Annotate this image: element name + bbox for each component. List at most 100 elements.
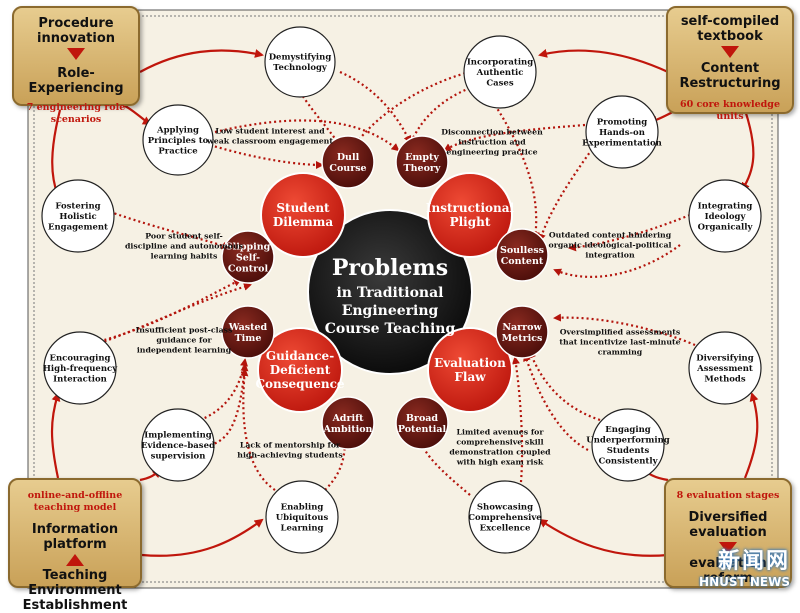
problem-narrow-metrics[interactable] <box>495 305 549 359</box>
solid-connectors <box>50 49 759 557</box>
category-label-line: Instructional <box>426 201 515 215</box>
problem-empty-theory[interactable] <box>395 135 449 189</box>
watermark-title: 新闻网 <box>717 549 790 574</box>
solution-showcasing[interactable] <box>468 480 542 554</box>
corner-bl-bottom: Teaching Environment Establishment <box>22 568 128 613</box>
category-label-line: Flaw <box>454 370 486 384</box>
solution-label-line: Organically <box>698 222 754 232</box>
solution-label-line: Experimentation <box>582 138 662 148</box>
problem-soulless-content[interactable] <box>495 228 549 282</box>
corner-bl-sub: online-and-offline teaching model <box>27 490 123 513</box>
solution-label-line: Underperforming <box>586 436 669 446</box>
solution-label-line: Practice <box>158 146 198 156</box>
solution-label-line: Demystifying <box>269 53 332 63</box>
problem-note-line: Low student interest and <box>215 127 325 136</box>
solution-integrating[interactable] <box>688 179 762 253</box>
problem-note-line: independent learning <box>137 346 232 355</box>
solution-incorporating[interactable] <box>463 35 537 109</box>
solution-label-line: Principles to <box>148 136 209 146</box>
solution-label-line: Promoting <box>597 117 648 127</box>
problem-dull-course[interactable] <box>321 135 375 189</box>
corner-top-right[interactable]: self-compiled textbook Content Restructu… <box>666 6 794 122</box>
problem-note-line: Insufficient post-class <box>136 326 233 335</box>
solution-label-line: Enabling <box>281 502 324 512</box>
category-student-dilemma[interactable] <box>260 172 346 258</box>
problem-note-line: Oversimplified assessments <box>560 328 681 337</box>
problem-note-line: integration <box>585 251 635 260</box>
problem-broad-potential[interactable] <box>395 396 449 450</box>
problem-adrift-ambition[interactable] <box>321 396 375 450</box>
center-subtitle-line: Course Teaching <box>325 321 456 337</box>
problem-note-line: instruction and <box>458 138 526 147</box>
solution-implementing[interactable] <box>141 408 215 482</box>
category-label-line: Consequence <box>255 377 344 391</box>
solution-demystifying[interactable] <box>264 26 336 98</box>
problem-note-line: engineering practice <box>446 148 537 157</box>
problem-note-line: that incentivize last-minute <box>559 338 680 347</box>
solution-label-line: supervision <box>151 451 206 461</box>
problem-label-line: Narrow <box>502 322 542 333</box>
solution-encouraging[interactable] <box>43 331 117 405</box>
panel-inner-border <box>33 15 773 583</box>
category-label-line: Guidance- <box>266 349 334 363</box>
watermark-subtitle: HNUST NEWS <box>699 575 790 589</box>
solution-label-line: Diversifying <box>696 353 753 363</box>
solution-label-line: High-frequency <box>43 364 118 374</box>
solution-label-line: Cases <box>486 78 513 88</box>
down-arrow-icon <box>67 48 85 60</box>
solution-applying[interactable] <box>142 104 214 176</box>
solution-diversifying[interactable] <box>688 331 762 405</box>
problem-wasted-time[interactable] <box>221 305 275 359</box>
solution-label-line: Comprehensive <box>468 513 542 523</box>
problem-note-line: Disconnection between <box>441 128 543 137</box>
down-arrow-icon <box>719 542 737 554</box>
category-label-line: Student <box>276 201 330 215</box>
problem-note-line: with high exam risk <box>456 458 544 467</box>
category-label-line: Deficient <box>270 363 331 377</box>
problem-note-line: high-achieving students <box>237 451 343 460</box>
category-label-line: Plight <box>450 215 491 229</box>
problem-label-line: Potential <box>398 424 447 435</box>
solution-label-line: Encouraging <box>50 353 111 363</box>
corner-bl-top: Information platform <box>31 522 119 552</box>
corner-tl-top: Procedure innovation <box>37 16 115 46</box>
solution-engaging[interactable] <box>591 408 665 482</box>
category-evaluation-flaw[interactable] <box>427 327 513 413</box>
solution-promoting[interactable] <box>585 95 659 169</box>
solution-enabling[interactable] <box>265 480 339 554</box>
category-instructional-plight[interactable] <box>427 172 513 258</box>
corner-bottom-left[interactable]: online-and-offline teaching model Inform… <box>8 478 142 613</box>
solution-fostering[interactable] <box>41 179 115 253</box>
corner-top-left[interactable]: Procedure innovation Role-Experiencing 7… <box>12 6 140 125</box>
problem-label-line: Empty <box>405 152 439 163</box>
problem-label-line: Control <box>228 263 269 274</box>
problem-note-line: Outdated content hindering <box>549 231 672 240</box>
problem-note-line: discipline and autonomous <box>125 242 244 251</box>
corner-bottom-right[interactable]: 8 evaluation stages Diversified evaluati… <box>664 478 792 588</box>
problem-slipping-self-control[interactable] <box>221 230 275 284</box>
problem-label-line: Dull <box>337 152 360 163</box>
problem-note-line: comprehensive skill <box>456 438 543 447</box>
problem-label-line: Soulless <box>500 245 544 256</box>
solution-label-line: Evidence-based <box>141 441 215 451</box>
category-guidance-deficient[interactable] <box>257 327 343 413</box>
watermark: 新闻网 HNUST NEWS <box>699 543 790 589</box>
